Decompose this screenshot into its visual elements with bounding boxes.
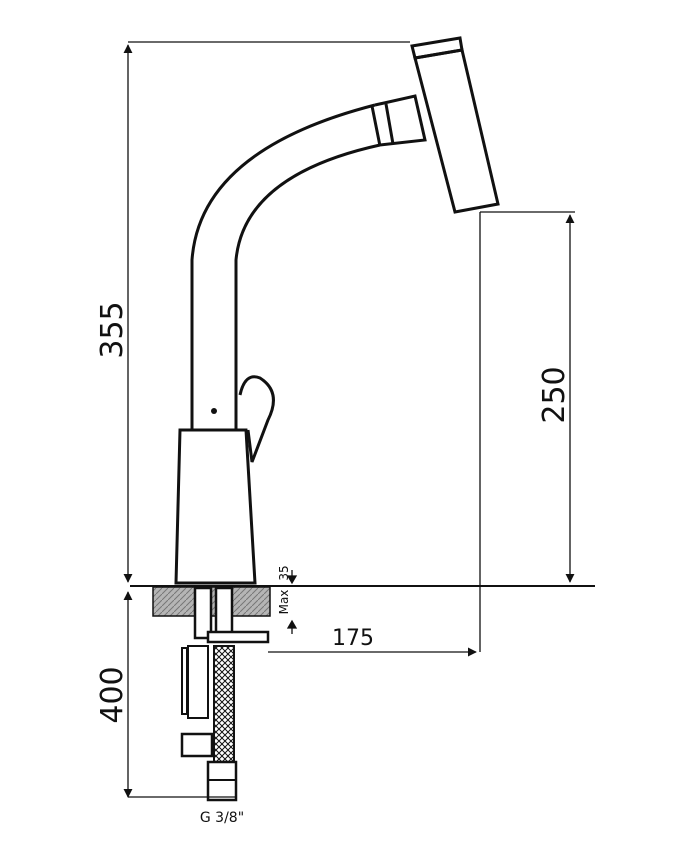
dim-spout-reach: 175: [332, 626, 374, 651]
hose-left: [187, 645, 209, 719]
fixing-kit: [193, 586, 270, 644]
faucet-body: [130, 36, 595, 587]
spout-neck: [190, 103, 376, 430]
thread-spec: G 3/8": [200, 810, 244, 826]
dim-spout-height: 250: [537, 366, 572, 423]
aerator-top: [410, 36, 464, 60]
dim-max-label: Max: [277, 590, 291, 615]
hose-right-braided: [213, 645, 235, 765]
dim-below-deck: 400: [95, 666, 130, 723]
spout-head: [413, 48, 500, 214]
dim-total-height: 355: [95, 301, 130, 358]
dimension-lines: [123, 41, 575, 798]
valve-fitting: [180, 732, 214, 758]
dim-max-value: 35: [277, 565, 291, 580]
lever-handle: [238, 375, 275, 463]
set-screw: [211, 408, 217, 414]
spout-neck-inner: [234, 143, 381, 430]
faucet-base: [174, 428, 257, 585]
supply-hoses: [180, 645, 238, 802]
spout-connector: [374, 94, 427, 147]
